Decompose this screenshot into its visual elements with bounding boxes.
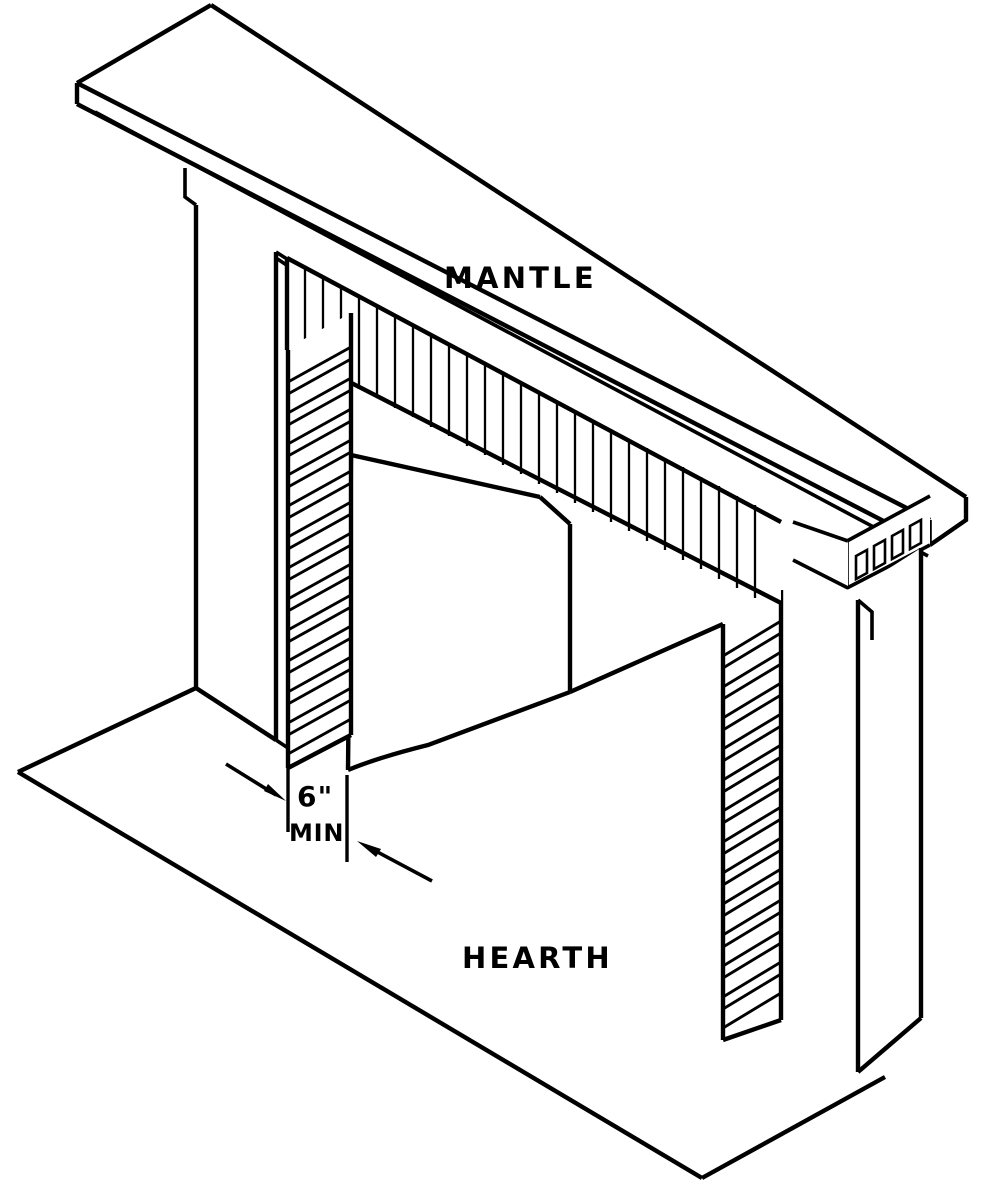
hearth-floor: [16, 686, 887, 1180]
dimension-qualifier-text: MIN: [289, 819, 344, 847]
dimension-value-text: 6": [297, 780, 333, 813]
left-pilaster: [275, 256, 354, 770]
left-return-wall: [183, 168, 279, 742]
dimension-arrow-left: [225, 762, 286, 801]
clearance-dimension: 6" MIN: [225, 750, 433, 883]
firebox-opening: [345, 452, 724, 773]
dentil-block-group: [854, 517, 923, 582]
dentil-molding: [790, 494, 931, 590]
right-pilaster: [720, 590, 784, 1043]
dimension-arrow-right: [357, 841, 433, 883]
right-return-wall: [855, 548, 924, 1074]
left-pilaster-brick-courses: [287, 345, 352, 756]
right-pilaster-brick-courses: [722, 619, 782, 1030]
mantle-shelf: [74, 3, 969, 558]
facade-left-reveal: [275, 250, 290, 350]
hearth-label: HEARTH: [462, 941, 613, 975]
soldier-brick-joints: [303, 268, 757, 598]
mantle-label: MANTLE: [444, 261, 597, 295]
soldier-header: [285, 256, 783, 605]
